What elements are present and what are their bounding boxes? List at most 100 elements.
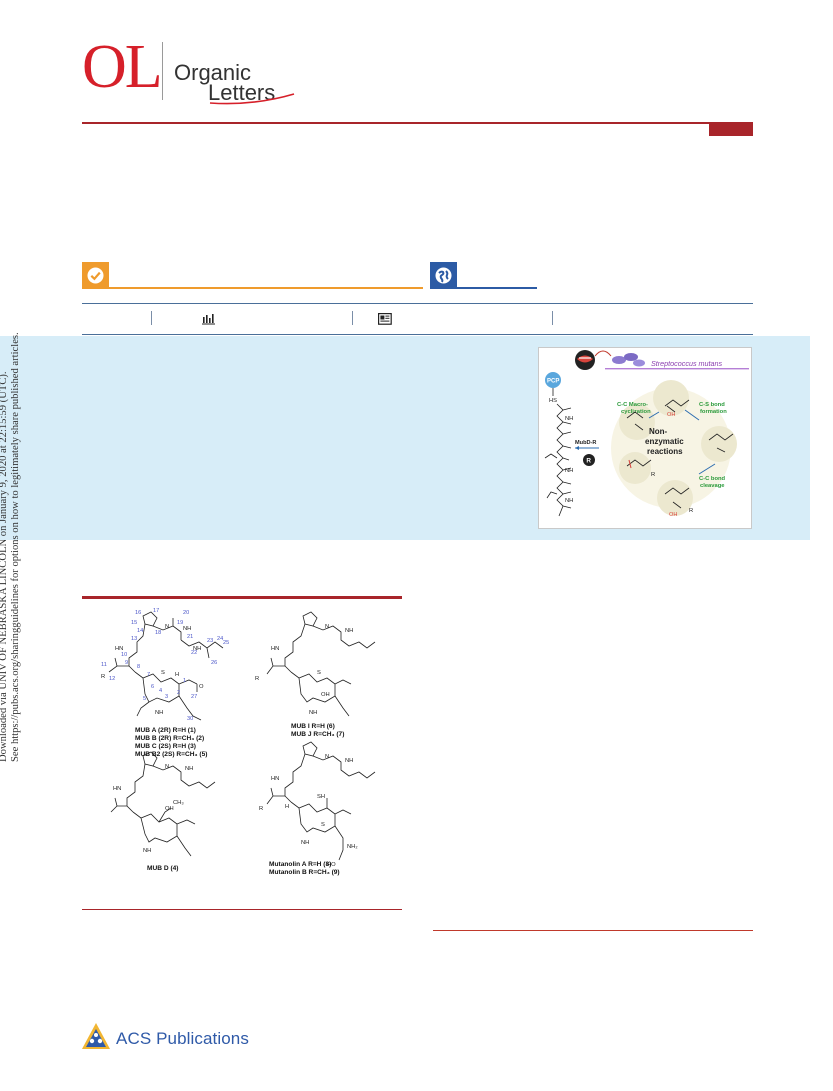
r-atom: R xyxy=(259,806,263,812)
nh-atom: NH xyxy=(183,626,191,632)
journal-name-line-2: Letters xyxy=(208,80,276,105)
n-atom: N xyxy=(165,624,169,630)
figure-bottom-rule xyxy=(82,909,402,910)
position-number: 25 xyxy=(223,640,229,646)
position-number: 22 xyxy=(191,650,197,656)
compound-label-mub-a: MUB A (2R) R=H (1) xyxy=(135,727,196,734)
metrics-separator xyxy=(352,311,353,325)
h-atom: H xyxy=(175,672,179,678)
position-number: 15 xyxy=(131,620,137,626)
metrics-bar-bottom-rule xyxy=(82,334,753,335)
figure-top-rule xyxy=(82,596,402,599)
position-number: 27 xyxy=(191,694,197,700)
position-number: 11 xyxy=(101,662,107,668)
nh2-atom: NH₂ xyxy=(347,844,358,850)
n-atom: N xyxy=(165,764,169,770)
n-atom: N xyxy=(325,754,329,760)
s-atom: S xyxy=(317,670,321,676)
hn-atom: HN xyxy=(115,646,123,652)
center-line-1: Non- xyxy=(649,427,668,436)
structures-figure: N NH NH HN S H R NH O N NH HN S OH R NH … xyxy=(95,604,395,904)
logo-separator xyxy=(162,42,163,100)
position-number: 4 xyxy=(159,688,162,694)
toc-nh-atom: NH xyxy=(565,468,573,474)
open-access-underline xyxy=(457,287,537,289)
r-atom: R xyxy=(651,472,655,478)
metrics-bar-top-rule xyxy=(82,303,753,304)
access-badge[interactable] xyxy=(82,262,109,289)
organism-label: Streptococcus mutans xyxy=(651,359,723,368)
check-circle-icon xyxy=(87,267,104,284)
position-number: 2 xyxy=(177,690,180,696)
oh-atom: OH xyxy=(321,692,330,698)
pcp-label: PCP xyxy=(547,379,559,385)
position-number: 1 xyxy=(183,678,186,684)
toc-nh-atom: NH xyxy=(565,416,573,422)
position-number: 9 xyxy=(125,660,128,666)
position-number: 21 xyxy=(187,634,193,640)
r-badge: R xyxy=(586,458,591,465)
nh-atom: NH xyxy=(309,710,317,716)
position-number: 19 xyxy=(177,620,183,626)
h-atom: H xyxy=(285,804,289,810)
article-icon[interactable] xyxy=(378,313,392,325)
download-notice-line-2: See https://pubs.acs.org/sharingguidelin… xyxy=(10,332,21,762)
compound-label-mub-c: MUB C (2S) R=H (3) xyxy=(135,743,196,750)
position-number: 12 xyxy=(109,676,115,682)
nh-atom: NH xyxy=(185,766,193,772)
position-number: 26 xyxy=(211,660,217,666)
center-line-3: reactions xyxy=(647,447,683,456)
nh-atom: NH xyxy=(193,646,201,652)
ho-atom: HO xyxy=(327,862,336,868)
position-number: 3 xyxy=(165,694,168,700)
column-rule xyxy=(433,930,753,931)
cc-bond-line-2: cleavage xyxy=(700,483,725,489)
publisher-name: ACS Publications xyxy=(116,1029,249,1048)
enzyme-label: MubD-R xyxy=(575,440,596,446)
r-atom: R xyxy=(255,676,259,682)
position-number: 13 xyxy=(131,636,137,642)
center-line-2: enzymatic xyxy=(645,437,684,446)
nh-atom: NH xyxy=(143,848,151,854)
hs-atom: HS xyxy=(549,398,557,404)
position-number: 24 xyxy=(217,636,223,642)
position-number: 30 xyxy=(187,716,193,722)
position-number: 16 xyxy=(135,610,141,616)
position-number: 23 xyxy=(207,638,213,644)
r-atom: R xyxy=(689,508,693,514)
metrics-separator xyxy=(552,311,553,325)
nh-atom: NH xyxy=(345,628,353,634)
position-number: 5 xyxy=(143,696,146,702)
cc-bond-line-1: C-C bond xyxy=(699,476,726,482)
compound-label-mutanolin-b: Mutanolin B R=CH₃ (9) xyxy=(269,869,340,876)
acs-logo-icon xyxy=(82,1023,110,1049)
position-number: 7 xyxy=(147,672,150,678)
open-access-badge[interactable] xyxy=(430,262,457,289)
hn-atom: HN xyxy=(271,646,279,652)
nh-atom: NH xyxy=(155,710,163,716)
toc-graphic: Streptococcus mutans PCP HS NH NH NH Mub… xyxy=(538,347,752,529)
s-atom: S xyxy=(321,822,325,828)
position-number: 18 xyxy=(155,630,161,636)
journal-name-line-1: Organic xyxy=(174,60,252,85)
download-notice-line-1: Downloaded via UNIV OF NEBRASKA LINCOLN … xyxy=(0,371,9,762)
metrics-separator xyxy=(151,311,152,325)
download-notice: Downloaded via UNIV OF NEBRASKA LINCOLN … xyxy=(0,330,34,770)
compound-label-mub-b2: MUB B2 (2S) R=CH₃ (5) xyxy=(135,751,207,758)
compound-label-mub-b: MUB B (2R) R=CH₃ (2) xyxy=(135,735,204,742)
position-number: 10 xyxy=(121,652,127,658)
compound-label-mub-i: MUB I R=H (6) xyxy=(291,723,335,730)
access-badge-underline xyxy=(109,287,423,289)
oh-atom: OH xyxy=(669,512,677,518)
o-atom: O xyxy=(199,684,204,690)
header-rule xyxy=(82,122,753,124)
hn-atom: HN xyxy=(271,776,279,782)
bar-chart-icon[interactable] xyxy=(202,313,216,325)
ch3-atom: CH₃ xyxy=(173,800,184,806)
nh-atom: NH xyxy=(345,758,353,764)
compound-label-mub-j: MUB J R=CH₃ (7) xyxy=(291,731,344,738)
compound-label-mub-d: MUB D (4) xyxy=(147,865,179,872)
oh-atom: OH xyxy=(667,412,675,418)
position-number: 20 xyxy=(183,610,189,616)
position-number: 17 xyxy=(153,608,159,614)
